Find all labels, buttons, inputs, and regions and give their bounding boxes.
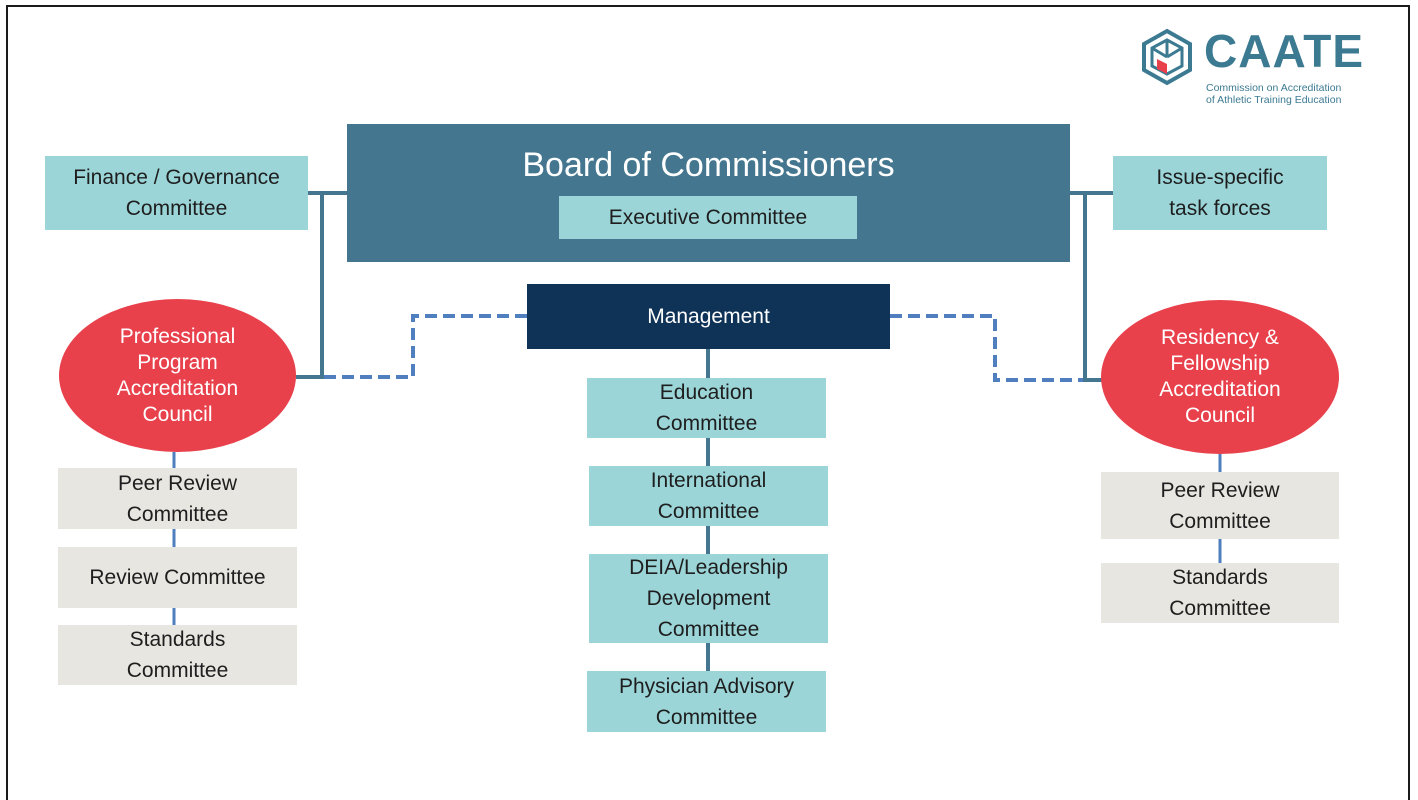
education-committee: Education Committee bbox=[587, 378, 826, 438]
ppac-review-committee: Review Committee bbox=[58, 547, 297, 608]
physician-advisory-committee: Physician Advisory Committee bbox=[587, 671, 826, 732]
physician-advisory-line-2: Committee bbox=[655, 705, 758, 729]
education-line-2: Committee bbox=[655, 412, 758, 435]
rfac-standards-committee: Standards Committee bbox=[1101, 563, 1339, 623]
residency-fellowship-accreditation-council: Residency & Fellowship Accreditation Cou… bbox=[1101, 300, 1339, 454]
rfac-standards-line-1: Standards bbox=[1172, 566, 1268, 589]
rfac-line-4: Council bbox=[1184, 404, 1256, 427]
rfac-line-3: Accreditation bbox=[1159, 378, 1281, 401]
rfac-peer-review-line-2: Committee bbox=[1169, 509, 1271, 533]
logo-wordmark: CAATE bbox=[1204, 25, 1365, 77]
international-committee: International Committee bbox=[589, 466, 828, 526]
deia-line-3: Committee bbox=[657, 618, 760, 641]
executive-committee: Executive Committee bbox=[559, 196, 857, 239]
rfac-peer-review-line-1: Peer Review bbox=[1160, 478, 1280, 502]
ppac-peer-review-committee: Peer Review Committee bbox=[58, 468, 297, 529]
education-line-1: Education bbox=[659, 381, 754, 404]
finance-line-2: Committee bbox=[125, 197, 228, 220]
logo-subtitle: Commission on Accreditation of Athletic … bbox=[1206, 82, 1381, 106]
task-forces-line-2: task forces bbox=[1169, 197, 1271, 220]
board-of-commissioners: Board of Commissioners Executive Committ… bbox=[347, 124, 1070, 262]
logo-subtitle-line-1: Commission on Accreditation bbox=[1206, 82, 1342, 94]
task-forces-line-1: Issue-specific bbox=[1156, 166, 1284, 189]
ppac-peer-review-line-2: Committee bbox=[126, 502, 229, 526]
board-title: Board of Commissioners bbox=[522, 146, 895, 184]
ppac-line-4: Council bbox=[142, 402, 213, 426]
slide-frame bbox=[6, 5, 1410, 800]
deia-line-1: DEIA/Leadership bbox=[629, 556, 788, 579]
ppac-standards-committee: Standards Committee bbox=[58, 625, 297, 685]
finance-line-1: Finance / Governance bbox=[73, 166, 280, 189]
rfac-line-2: Fellowship bbox=[1170, 352, 1270, 375]
international-line-1: International bbox=[650, 469, 767, 492]
issue-specific-task-forces: Issue-specific task forces bbox=[1113, 156, 1327, 230]
deia-line-2: Development bbox=[646, 587, 771, 610]
ppac-standards-line-2: Committee bbox=[126, 659, 229, 682]
ppac-line-3: Accreditation bbox=[116, 376, 239, 400]
logo-subtitle-line-2: of Athletic Training Education bbox=[1206, 94, 1342, 106]
ppac-standards-line-1: Standards bbox=[129, 628, 226, 651]
ppac-line-1: Professional bbox=[119, 324, 236, 348]
caate-logo: CAATE Commission on Accreditation of Ath… bbox=[1138, 25, 1381, 108]
deia-leadership-development-committee: DEIA/Leadership Development Committee bbox=[589, 554, 828, 643]
rfac-standards-line-2: Committee bbox=[1169, 597, 1271, 620]
rfac-peer-review-committee: Peer Review Committee bbox=[1101, 472, 1339, 539]
ppac-line-2: Program bbox=[137, 350, 218, 374]
rfac-line-1: Residency & bbox=[1161, 326, 1279, 349]
international-line-2: Committee bbox=[657, 500, 760, 523]
physician-advisory-line-1: Physician Advisory bbox=[618, 674, 795, 698]
finance-governance-committee: Finance / Governance Committee bbox=[45, 156, 308, 230]
ppac-peer-review-line-1: Peer Review bbox=[117, 471, 238, 495]
dashed-link-ppac-management bbox=[324, 314, 527, 379]
dashed-link-management-rfac bbox=[890, 314, 1083, 382]
management-box: Management bbox=[527, 284, 890, 349]
professional-program-accreditation-council: Professional Program Accreditation Counc… bbox=[59, 299, 296, 452]
caate-cube-logo-icon bbox=[1142, 28, 1192, 86]
ppac-review-committee-label: Review Committee bbox=[89, 566, 266, 589]
